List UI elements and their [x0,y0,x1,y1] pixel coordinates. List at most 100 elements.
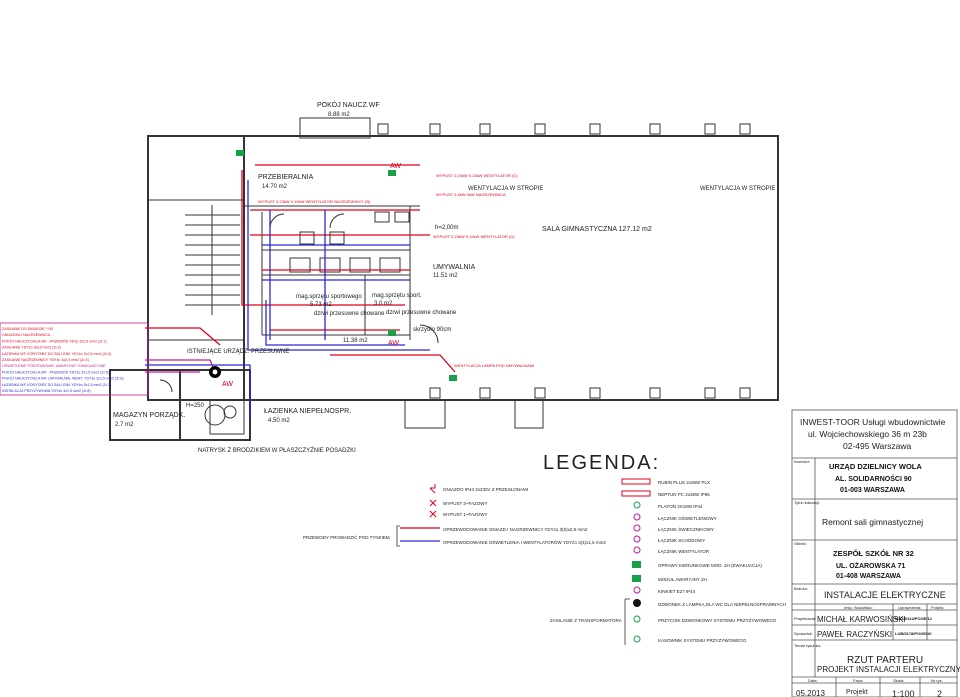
circuit-note-line: INSTALACJA PRZYZYWOWA YDYżo 3x1,5 mm2 (Z… [2,389,91,393]
obiekt-label: Obiekt: [794,541,807,546]
legend-right-item: MODUŁ AWARYJNY 2H [658,577,707,582]
legend-left-symbol [429,484,436,494]
data-value: 05.2013 [796,689,825,697]
obiekt-line-2: UL. OŻAROWSKA 71 [836,562,905,570]
legend-right-symbol [621,478,651,485]
legend-right-symbol [633,501,641,509]
ventilation-note-2: WENTYLACJA W STROPIE [700,186,775,192]
room-area-1138: 11.38 m2 [343,338,368,344]
sprawdzil-name: PAWEŁ RACZYŃSKI [817,630,892,639]
faza-value: Projekt [846,689,868,696]
legend-right-item: KINKIET E27 IP44 [658,589,696,594]
door-note-2: dzrwi przesuwne chowane [386,310,457,316]
legend-right-symbol [633,546,641,554]
room-area-umywalnia: 11.51 m2 [433,273,458,279]
room-labels: POKÓJ NAUCZ.WF 8.88 m2 PRZEBIERALNIA 14.… [113,100,775,454]
legend-left-symbol [429,510,437,518]
circuit-note-line: ŁAZIENKA WF, KORYTARZ DO SALI GIM. YDYżo… [2,352,111,356]
nr-value: 2 [937,689,942,697]
legend-left-item: WYPUST 1~FAZOWY [443,512,488,517]
room-name-sala: SALA GIMNASTYCZNA 127.12 m2 [542,226,652,233]
shower-note: NATRYSK Z BRODZIKIEM W PŁASZCZYŹNIE POSA… [198,447,356,454]
room-area-pokoj: 8.88 m2 [328,112,350,118]
tytul-label: Tytuł realizacji: [794,500,820,505]
circuit-note-line: GNIAZDKA I NAGRZEWNICA [2,333,51,337]
col-podpis: Podpis: [931,605,944,610]
outlet-note-3: WYPUST 0,23kW 0,15kW WENTYLATOR NAGRZEWN… [258,199,371,204]
legend-right-item: OPRAWY KIERUNKOWE MOD. 2H (EWAKUACJA) [658,563,762,568]
door-note-1: dzrwi przesuwne chowane [314,311,385,317]
circuit-note-line: ZASILANIE NAGRZEWNICY YDYżo 3x2,5 mm2 (Z… [2,358,89,362]
legend-left-item: OPRZEWODOWANIE GNIAZD I NAGRZEWNICY YDYż… [443,527,588,532]
room-area-lazienka: 4.50 m2 [268,418,290,424]
building-walls [109,117,779,441]
company-line-2: ul. Wojciechowskiego 36 m 23b [808,429,927,439]
legend-right-item: ŁĄCZNIK WENTYLATOR [658,549,710,554]
legend-wiring-note: PRZEWODY PROWADZIĆ POD TYNKIEM [303,534,390,540]
legend-right-item: RUBIN PLUS 2x36W PLX [658,480,710,485]
legend-right-item: PLAFON 2X18W IP44 [658,504,703,509]
projektowal-label: Projektował: [794,616,816,621]
inwestor-line-3: 01-003 WARSZAWA [840,487,905,494]
outlet-note-4: WYPUST 0,23kW 0,15kW WENTYLATOR (D) [433,234,515,239]
temat-line-2: PROJEKT INSTALACJI ELEKTRYCZNYCH [817,665,960,674]
sprawdzil-upr: LUB/0178/POOE/10 [895,631,932,636]
legend-title: LEGENDA: [543,452,660,474]
projektowal-upr: MAZ/0124/POOE/12 [895,616,933,621]
legend-right-symbol [633,513,641,521]
wiring: AW AW AW [145,150,457,420]
sprawdzil-label: Sprawdził: [794,631,812,636]
legend-supply-note: ZASILANIE Z TRANSFORMATORA [550,618,622,623]
legend-right-symbol [633,586,641,594]
aw-label-1: AW [390,163,401,170]
legend-right-symbol [633,524,641,532]
room-area-magazyn: 2.7 m2 [115,422,134,428]
nr-label: Nr rys. [931,678,943,683]
skala-value: 1:100 [892,689,915,697]
title-block: INWEST-TOOR Usługi wbudownictwie ul. Woj… [791,409,960,697]
height-note-250: H=250 [186,403,205,409]
obiekt-line-3: 01-408 WARSZAWA [836,573,901,580]
legend-left-item: WYPUST 3~FAZOWY [443,501,488,506]
room-name-magazyn: MAGAZYN PORZĄDK. [113,412,185,419]
room-name-pokoj: POKÓJ NAUCZ.WF [317,100,380,109]
branza-label: Branża: [794,586,808,591]
room-name-umywalnia: UMYWALNIA [433,264,475,271]
legend-right-item: NEPTUN PC 2x36W IP65 [658,492,710,497]
room-area-mag2: 3.0 m2 [374,301,393,307]
tytul-value: Remont sali gimnastycznej [822,517,923,527]
skala-label: Skala: [893,678,904,683]
room-name-lazienka: ŁAZIENKA NIEPEŁNOSPR. [264,408,351,415]
legend-right-symbol [632,575,641,582]
room-area-przebieralnia: 14.70 m2 [262,184,288,190]
obiekt-line-1: ZESPÓŁ SZKÓŁ NR 32 [833,549,914,558]
legend-right-symbol [621,490,651,497]
ventilation-lamp-note: WENTYLACJA LAMPA POD UMYWALNIAMI [454,363,534,368]
legend-right-symbol [632,561,641,568]
circuit-note-line: ZASILANIE YDYżo 3x2,5 mm2 (Zr.2) [2,346,61,350]
inwestor-line-1: URZĄD DZIELNICY WOLA [829,462,922,471]
data-label: Data: [808,678,818,683]
legend-right-item: DZWONEK Z LAMPKĄ DLA WC DLA NIEPEŁNOSPRA… [658,602,786,607]
legend-left-item: OPRZEWODOWANIE OŚWIETLENIA I WENTYLATORÓ… [443,538,606,545]
legend-right-item: PRZYCISK DZWONKOWY SYSTEMU PRZYZYWOWEGO [658,618,777,623]
branza-value: INSTALACJE ELEKTRYCZNE [824,590,946,600]
col-imie: Imię i Nazwisko: [844,605,873,610]
legend-left-symbol [429,499,437,507]
company-line-3: 02-495 Warszawa [843,441,911,451]
room-name-mag2: mag.sprzętu sport. [372,293,422,299]
aw-label-2: AW [388,340,399,347]
circuit-note-line: ŁAZIENKA WF, KORYTARZ DO SALI GIM. YDYżo… [2,383,111,387]
circuit-note-line: POKÓJ NAUCZYCIELA WF - PRZEWÓD YDYp 3x2,… [2,338,107,343]
legend-right-item: ŁĄCZNIK ŚWIECZNIKOWY [658,525,714,532]
faza-label: Faza: [853,678,863,683]
existing-device-note: ISTNIEJĄCE URZĄDZ. PRZESUWNE [187,349,289,355]
aw-label-3: AW [222,381,233,388]
room-name-mag1: mag.sprzętu sportowego [296,294,362,300]
legend-right-symbol [633,615,641,623]
legend: LEGENDA: GNIAZDO IP44 2x230V Z PRZESŁONA… [303,452,786,645]
height-note: h=2,00m [435,225,459,231]
inwestor-label: Inwestor: [794,459,810,464]
circuit-note-line: OŚWIETLENIE PODSTAWOWE, AWARYJNE I EWAKU… [2,363,106,368]
